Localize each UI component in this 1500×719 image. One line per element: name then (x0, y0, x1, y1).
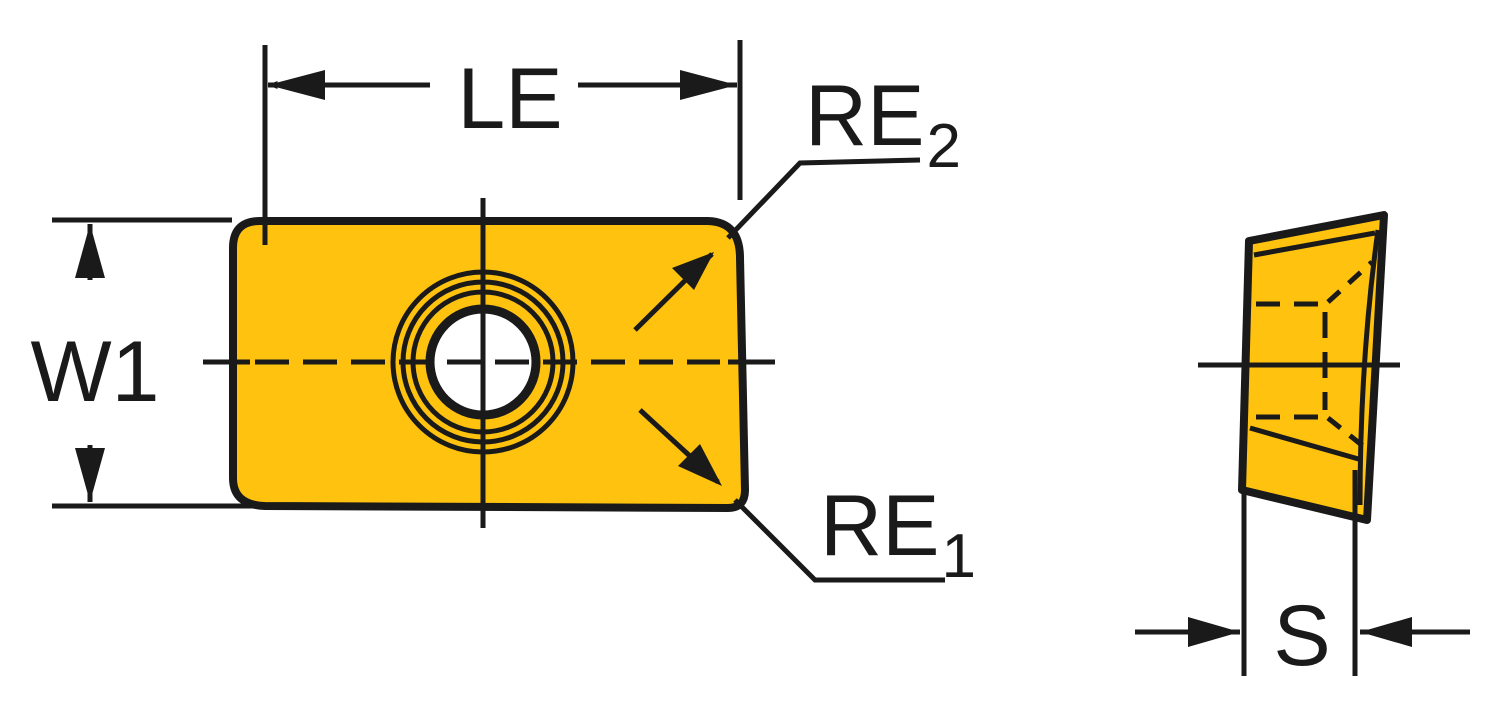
leader-line (733, 498, 945, 583)
edge-line (1253, 230, 1376, 258)
insert-side-view (1198, 211, 1400, 524)
label-le: LE (457, 51, 562, 147)
label-re1-sub: 1 (941, 522, 975, 591)
dimension-s: S (1135, 470, 1470, 684)
hidden-line (1326, 260, 1374, 304)
dimension-re1: RE1 (638, 408, 976, 591)
arrowhead (672, 252, 714, 290)
label-re2: RE2 (805, 68, 961, 181)
label-re2-sub: 2 (926, 112, 960, 181)
arrowhead (75, 224, 105, 278)
dimension-le: LE (262, 40, 743, 245)
arrowhead (680, 70, 737, 100)
edge-line (1249, 425, 1363, 463)
label-w1: W1 (31, 324, 160, 420)
arrowhead (268, 70, 325, 100)
arrowhead (1360, 617, 1412, 647)
arrowhead (678, 444, 722, 486)
label-re1: RE1 (820, 478, 976, 591)
dimension-re2: RE2 (633, 68, 961, 332)
label-re2-main: RE (805, 68, 924, 164)
label-s: S (1273, 588, 1330, 684)
arrowhead (1188, 617, 1240, 647)
arrowhead (75, 448, 105, 502)
hidden-line (1326, 416, 1370, 452)
label-re1-main: RE (820, 478, 939, 574)
leader-line (726, 157, 921, 240)
dimension-w1: W1 (31, 217, 262, 509)
insert-top-view (203, 198, 775, 528)
